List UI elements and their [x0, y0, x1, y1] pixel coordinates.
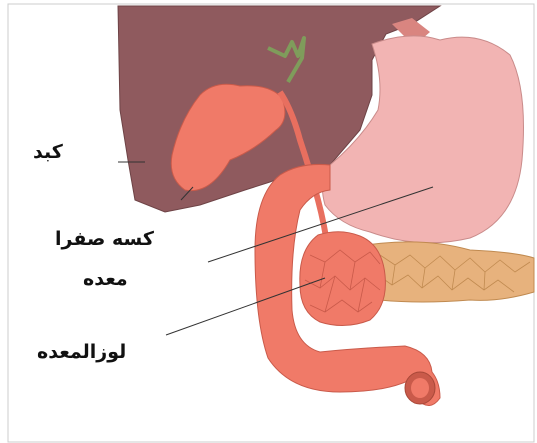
duodenum-lumen [411, 378, 429, 398]
pancreas-leader-line [166, 278, 325, 335]
label-liver: کبد [33, 143, 63, 162]
label-stomach: معده [83, 270, 128, 289]
label-gallbladder: کسه صفرا [55, 230, 154, 249]
pancreas-head-shape [300, 232, 386, 326]
label-pancreas: لوزالمعده [37, 343, 126, 362]
